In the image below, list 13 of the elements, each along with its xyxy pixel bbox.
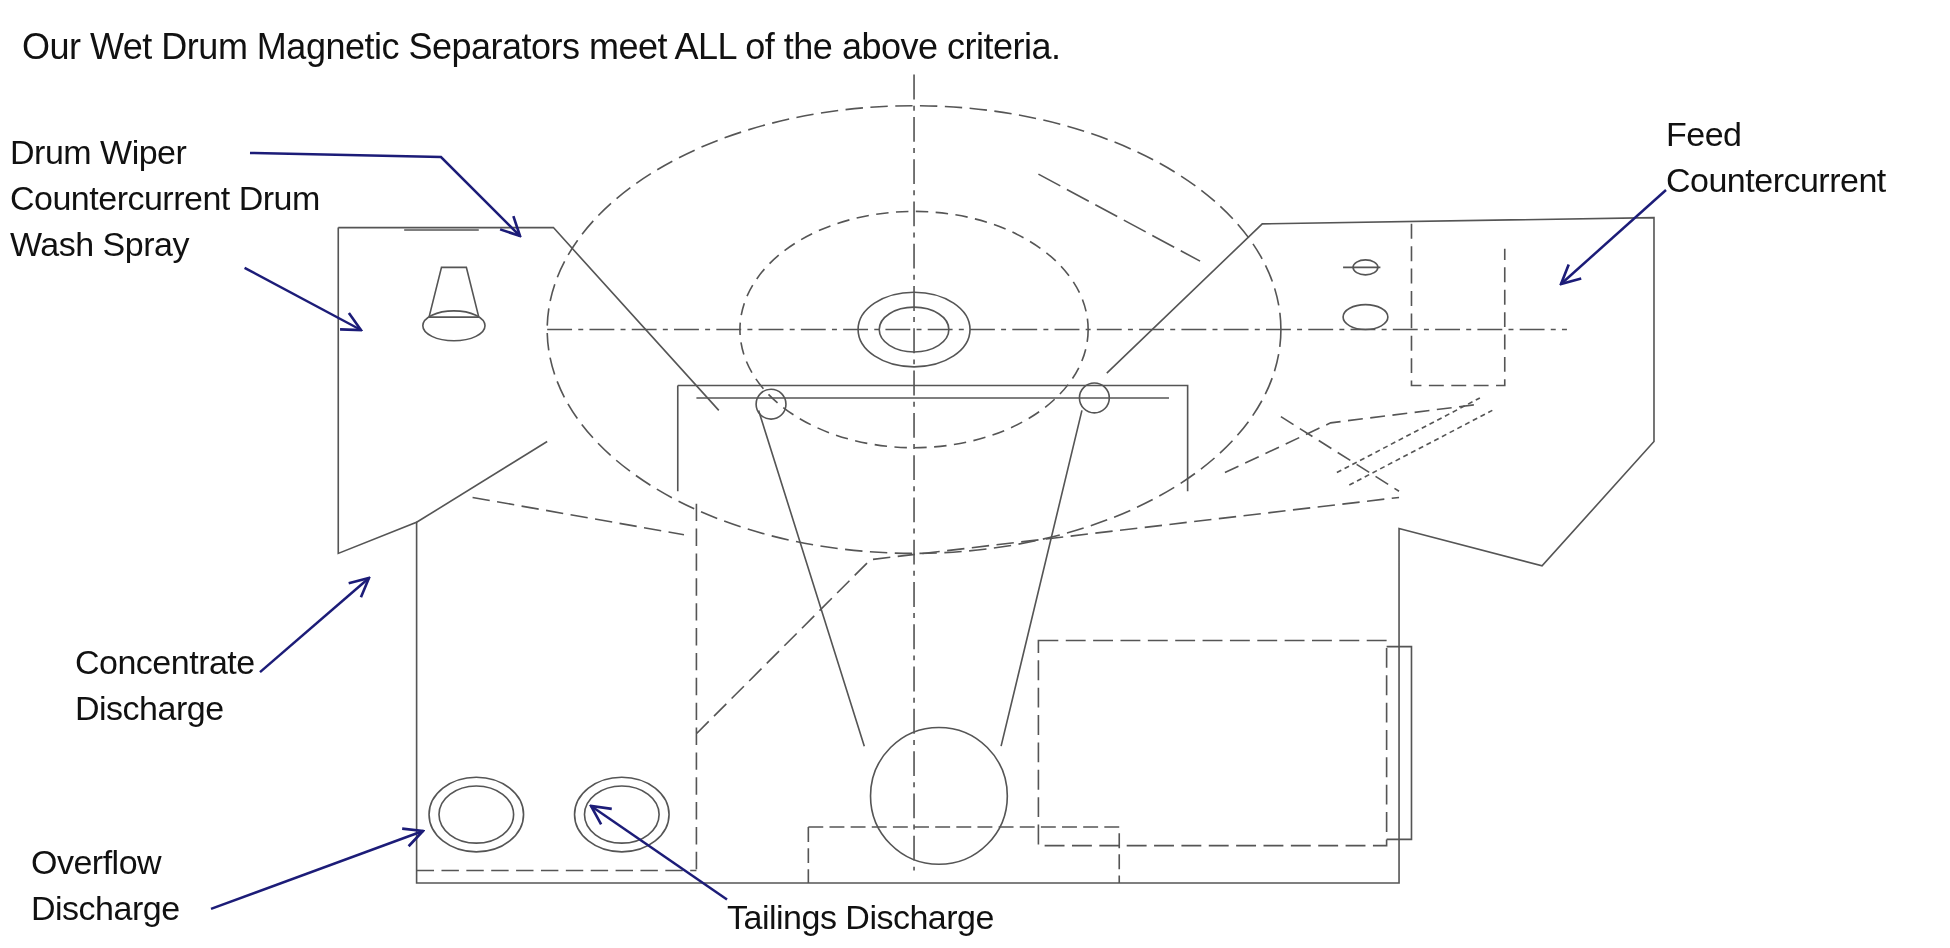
label-text: Tailings Discharge <box>727 898 994 936</box>
label-text: Overflow Discharge <box>31 843 180 927</box>
leader-line <box>1559 189 1667 286</box>
label-text: Concentrate Discharge <box>75 643 255 727</box>
title: Our Wet Drum Magnetic Separators meet ALL of the above criteria. <box>22 26 1061 68</box>
leader-line <box>210 827 425 910</box>
leader-line <box>589 804 728 901</box>
label-text: Feed Countercurrent <box>1666 115 1886 199</box>
leader-line <box>249 151 522 238</box>
label-text: Countercurrent Drum Wash Spray <box>10 179 320 263</box>
label-text: Drum Wiper <box>10 133 187 171</box>
leader-line <box>259 576 371 674</box>
leader-line <box>244 266 363 332</box>
